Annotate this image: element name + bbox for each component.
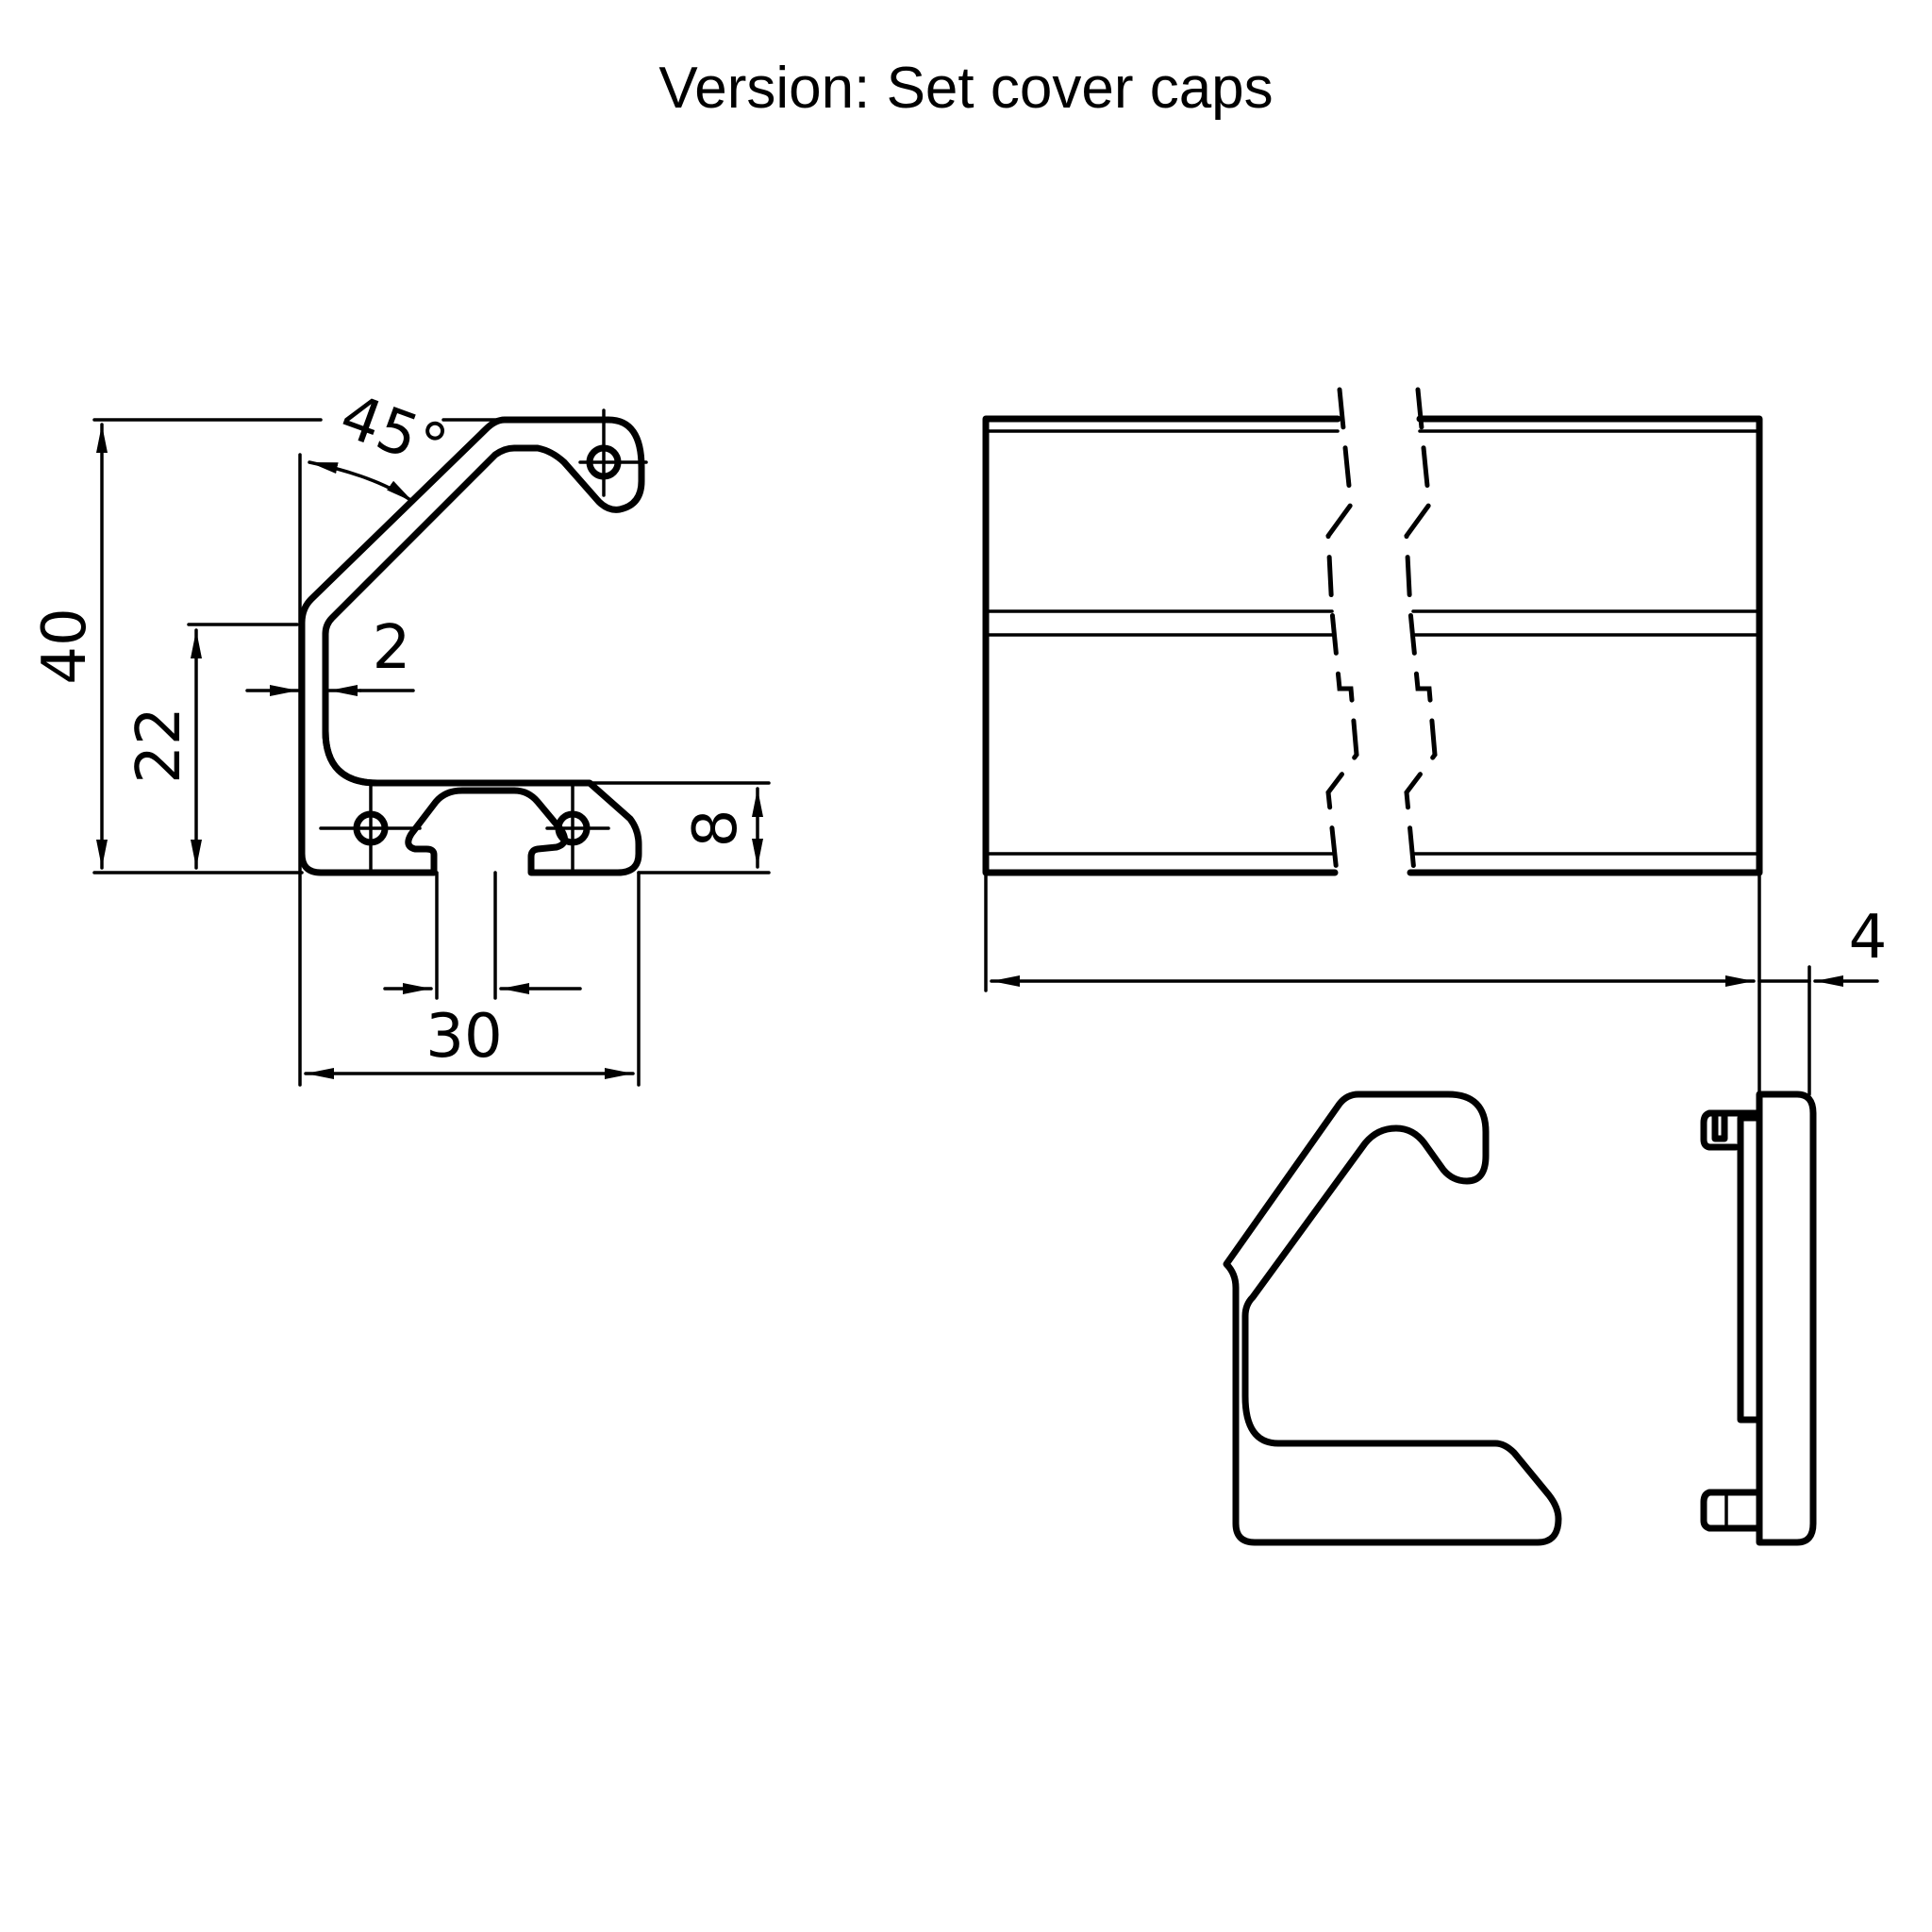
profile-dimensions: 40 22 45° 2 8 30 xyxy=(30,381,771,1087)
cover-cap-front-view xyxy=(1223,1091,1562,1546)
dimension-wall-thickness: 2 xyxy=(373,613,411,683)
side-view: 4 xyxy=(982,387,1888,1115)
dimension-angle: 45° xyxy=(331,381,456,483)
profile-cross-section xyxy=(298,408,648,876)
dimension-base-height: 8 xyxy=(681,809,751,848)
dimension-width-total: 30 xyxy=(425,1002,502,1072)
break-line-left xyxy=(1325,387,1359,885)
dimension-height-total: 40 xyxy=(30,608,100,684)
profile-outer-contour xyxy=(298,416,645,876)
drawing-title: Version: Set cover caps xyxy=(658,56,1274,121)
dimension-height-mid: 22 xyxy=(125,707,194,783)
break-line-right xyxy=(1404,387,1438,885)
dimension-cap-thickness: 4 xyxy=(1849,903,1888,973)
profile-inner-wall xyxy=(322,630,584,787)
cover-cap-side-view xyxy=(1700,1091,1817,1546)
